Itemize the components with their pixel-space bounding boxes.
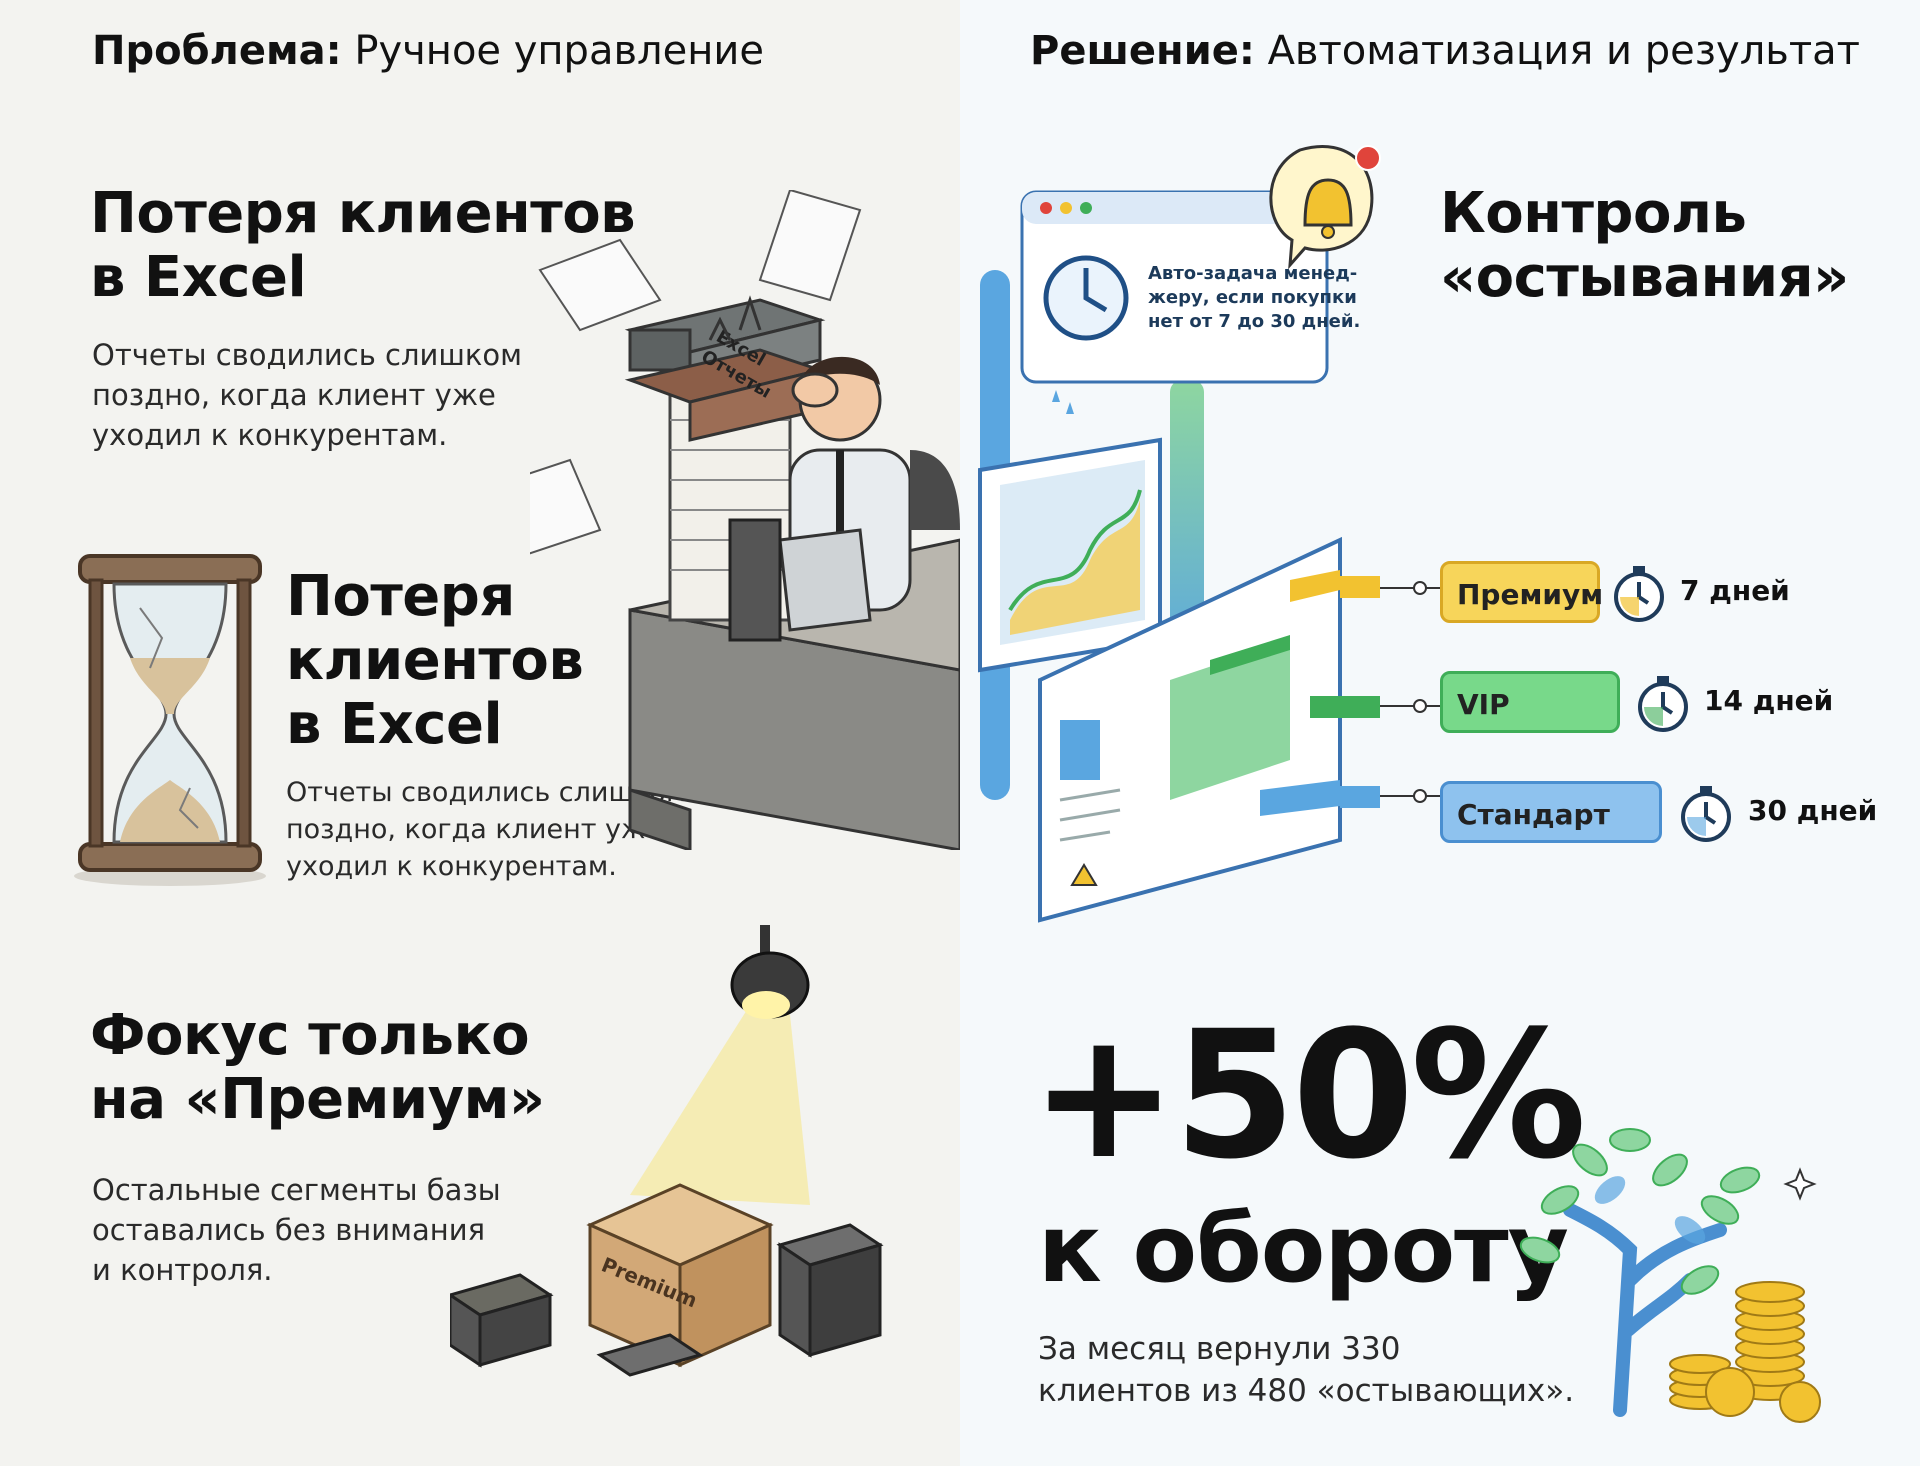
problem-header-bold: Проблема: [92,28,342,74]
problem-block2-text: Отчеты сводились слишком поздно, когда к… [286,774,686,885]
problem-block3-text-line3: и контроля. [92,1253,273,1287]
money-tree-icon [1519,1128,1821,1423]
problem-block2-title-line2: клиентов [286,628,584,693]
problem-header-rest: Ручное управление [354,28,764,74]
popup-line1: Авто-задача менед- [1148,263,1358,284]
problem-block2-text-line3: уходил к конкурентам. [286,851,617,882]
solution-title-line1: Контроль [1440,181,1747,246]
problem-block1-title-line1: Потеря клиентов [90,181,636,246]
stopwatch-icon [1638,676,1688,732]
problem-block2-text-line1: Отчеты сводились слишком [286,777,687,808]
problem-header: Проблема: Ручное управление [92,28,764,74]
problem-block3-text-line1: Остальные сегменты базы [92,1173,501,1207]
problem-block1-text-line2: поздно, когда клиент уже [92,378,496,412]
result-text: За месяц вернули 330 клиентов из 480 «ос… [1038,1328,1574,1412]
auto-task-popup-text: Авто-задача менед- жеру, если покупки не… [1148,262,1360,334]
solution-title: Контроль «остывания» [1440,182,1849,310]
result-percentage: +50% [1030,993,1587,1198]
stopwatch-icon [1614,566,1664,622]
solution-header-rest: Автоматизация и результат [1267,28,1860,74]
tier-premium-label: Премиум [1457,578,1604,611]
tier-standard-label: Стандарт [1457,798,1610,831]
tier-standard: Стандарт [1440,781,1662,843]
automation-dashboard-illustration [978,144,1440,923]
problem-block3-text-line2: оставались без внимания [92,1213,486,1247]
spotlight-premium-box-illustration: Premium [450,925,884,1377]
solution-header-bold: Решение: [1030,28,1255,74]
problem-block3-title-line1: Фокус только [90,1003,530,1068]
problem-block3-title-line2: на «Премиум» [90,1067,545,1132]
tier-premium-days: 7 дней [1680,574,1790,607]
solution-title-line2: «остывания» [1440,245,1849,310]
result-text-line2: клиентов из 480 «остывающих». [1038,1373,1575,1409]
problem-block3-title: Фокус только на «Премиум» [90,1004,545,1132]
problem-block3-text: Остальные сегменты базы оставались без в… [92,1170,501,1290]
problem-block1-title: Потеря клиентов в Excel [90,181,636,310]
result-subtitle: к обороту [1038,1195,1569,1304]
tier-vip-days: 14 дней [1704,684,1834,717]
problem-block1-text-line3: уходил к конкурентам. [92,418,448,452]
problem-block1-text-line1: Отчеты сводились слишком [92,338,523,372]
popup-line3: нет от 7 до 30 дней. [1148,311,1361,332]
problem-block1-title-line2: в Excel [90,245,307,310]
stopwatch-icon [1681,786,1731,842]
problem-block2-title-line3: в Excel [286,692,503,757]
result-text-line1: За месяц вернули 330 [1038,1331,1401,1367]
solution-header: Решение: Автоматизация и результат [1030,28,1860,74]
tier-standard-days: 30 дней [1748,794,1878,827]
problem-block1-text: Отчеты сводились слишком поздно, когда к… [92,335,522,455]
problem-block2-text-line2: поздно, когда клиент уже [286,814,662,845]
problem-block2-title-line1: Потеря [286,564,515,629]
tier-premium: Премиум [1440,561,1604,623]
tier-vip: VIP [1440,671,1620,733]
stressed-office-worker-illustration: Excel Отчеты [530,190,960,850]
hourglass-icon [74,554,266,886]
problem-block2-title: Потеря клиентов в Excel [286,564,584,757]
tier-vip-label: VIP [1457,688,1510,721]
popup-line2: жеру, если покупки [1148,287,1357,308]
